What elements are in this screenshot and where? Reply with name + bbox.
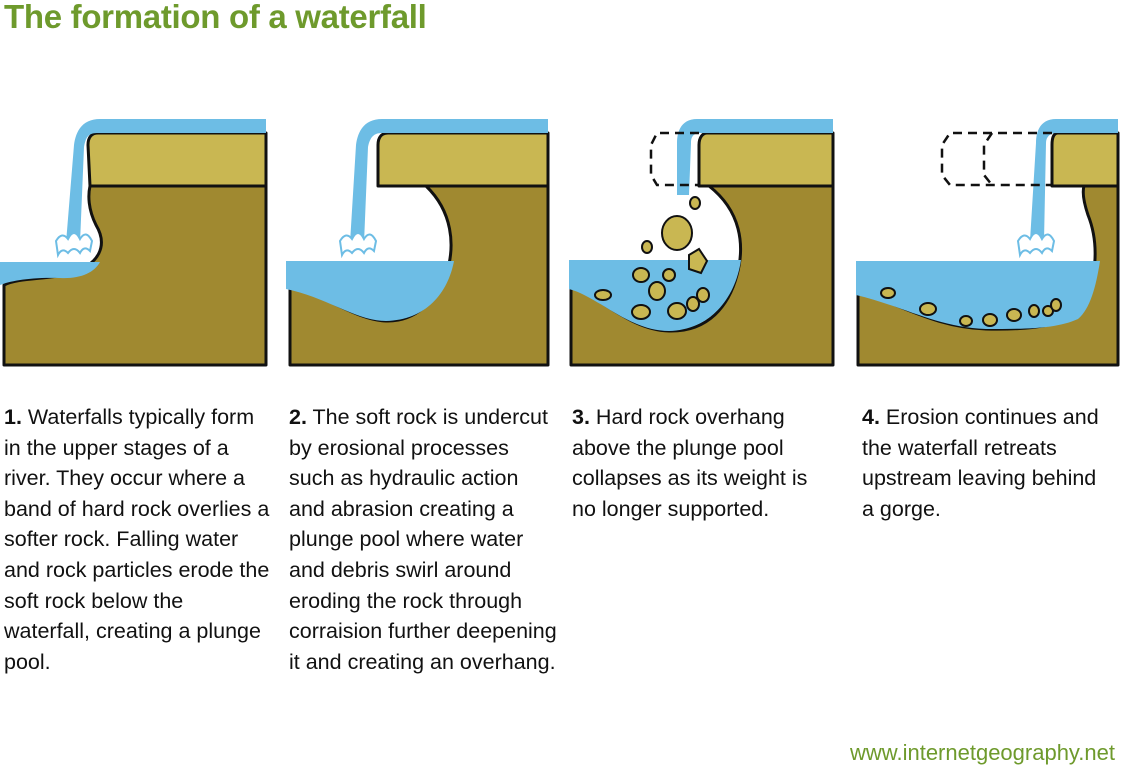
step-1-text: Waterfalls typically form in the upper s… [4,405,270,674]
step-1-number: 1. [4,405,22,429]
waterfall-stage-4-illustration [856,119,1120,367]
step-4-caption: 4. Erosion continues and the waterfall r… [862,402,1112,524]
step-3-text: Hard rock overhang above the plunge pool… [572,405,808,521]
waterfall-stage-2-illustration [286,119,550,367]
step-4-number: 4. [862,405,880,429]
step-2-number: 2. [289,405,307,429]
step-3-number: 3. [572,405,590,429]
waterfall-stage-3-illustration [569,119,835,367]
step-1-caption: 1. Waterfalls typically form in the uppe… [4,402,274,677]
step-4-text: Erosion continues and the waterfall retr… [862,405,1099,521]
source-credit: www.internetgeography.net [850,740,1115,765]
waterfall-stage-1-illustration [0,119,268,367]
page-title: The formation of a waterfall [4,0,427,35]
step-2-text: The soft rock is undercut by erosional p… [289,405,557,674]
step-3-caption: 3. Hard rock overhang above the plunge p… [572,402,834,524]
step-2-caption: 2. The soft rock is undercut by erosiona… [289,402,559,677]
